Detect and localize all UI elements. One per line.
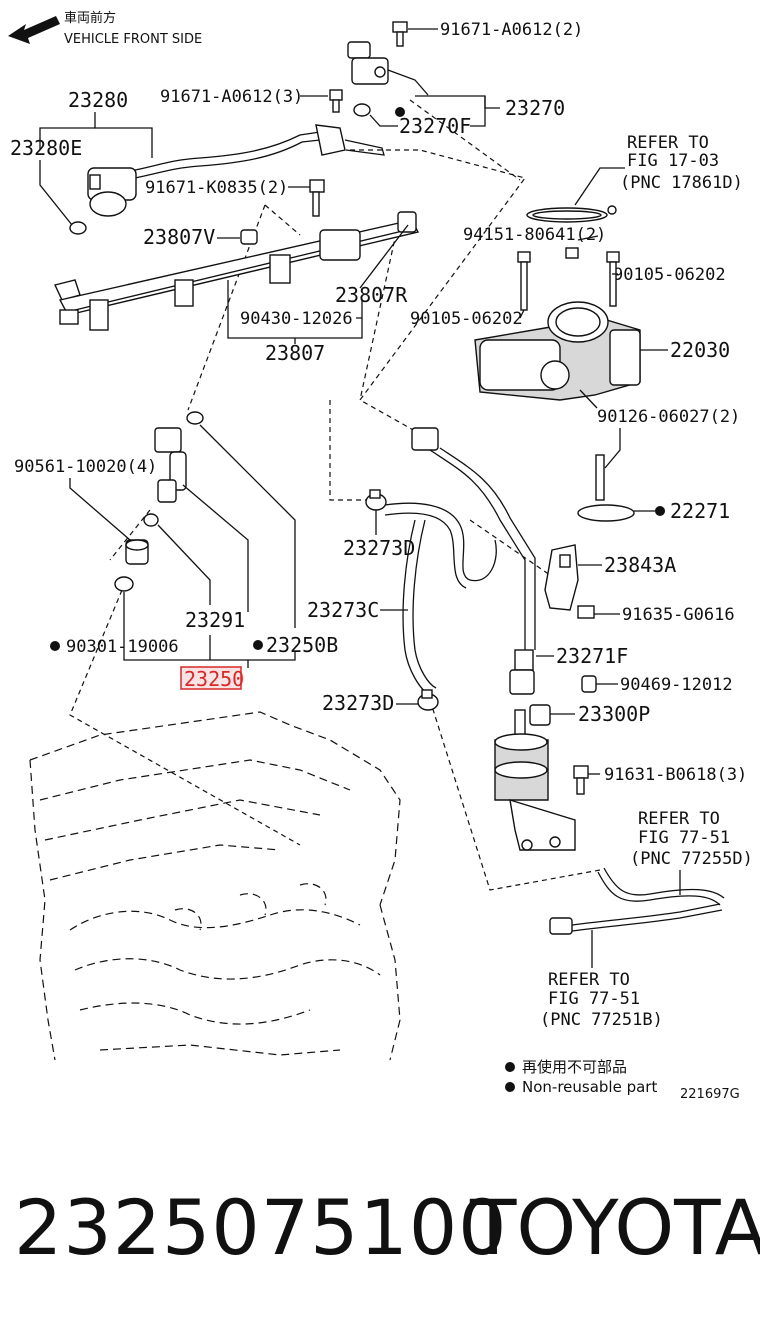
figure-code: 221697G [680,1087,740,1102]
label-refer1-c: (PNC 17861D) [620,173,743,193]
o-ring-23250b [186,411,204,425]
clip-23273d-upper [365,489,387,511]
fuel-rail-23807 [54,211,420,331]
label-90126: 90126-06027(2) [597,407,740,427]
highlighted-part-box [180,666,242,690]
dashed-guide [109,509,151,561]
legend-en-label: Non-reusable part [522,1078,657,1096]
vsv-23270 [347,41,429,96]
dashed-guide [350,149,527,446]
label-90105-r: 90105-06202 [613,265,726,285]
label-refer1-b: FIG 17-03 [627,151,719,171]
fuel-hose-23280 [134,124,385,179]
brand-title: TOYOTA [470,1183,760,1272]
throttle-body-22030 [474,301,641,401]
bolt-90105-right [606,251,620,307]
label-23270f: 23270F [399,114,471,138]
label-23273d-a: 23273D [343,536,415,560]
label-23280: 23280 [68,88,128,112]
bolt-91671-a0612-mid [329,89,343,113]
non-reusable-dot-icon [505,1062,515,1072]
bolt-91671-a0612-top [392,21,408,47]
bolt-91635 [577,605,595,619]
bolt-90105-left [517,251,531,311]
label-23273c: 23273C [307,598,379,622]
insulator-90561 [125,539,149,565]
label-refer1-a: REFER TO [627,133,709,153]
grommet-23291 [143,513,159,527]
label-23271f: 23271F [556,644,628,668]
dashed-guide [329,400,370,501]
label-refer3-b: FIG 77-51 [548,989,640,1009]
label-91671-k0835: 91671-K0835(2) [145,178,288,198]
hose-77255d [597,867,725,906]
stud-90126 [595,454,605,501]
non-reusable-dot-icon [395,107,405,117]
gasket-22271 [577,504,635,522]
dashed-guide [429,699,601,891]
label-91671-a0612-3: 91671-A0612(3) [160,87,303,107]
clip-90469 [581,675,597,693]
label-23280e: 23280E [10,136,82,160]
vehicle-front-jp-label: 車両前方 [64,10,116,26]
label-90561: 90561-10020(4) [14,457,157,477]
label-90301: 90301-19006 [66,637,179,657]
label-23807r: 23807R [335,283,408,307]
label-23843a: 23843A [604,553,676,577]
plug-23807v [240,229,258,245]
label-refer2-c: (PNC 77255D) [630,849,753,869]
label-91631: 91631-B0618(3) [604,765,747,785]
pipe-77251b [549,903,723,935]
non-reusable-dot-icon [253,640,263,650]
o-ring-90301 [114,576,134,592]
pressure-regulator-23280 [87,167,137,217]
label-23291: 23291 [185,608,245,632]
label-23300p: 23300P [578,702,650,726]
part-number-title: 2325075100 [14,1183,508,1272]
label-90430: 90430-12026 [240,309,353,329]
dashed-guide [69,589,301,846]
vehicle-front-en-label: VEHICLE FRONT SIDE [64,32,202,47]
clip-23273d-lower [417,689,439,711]
exploded-parts-diagram: 車両前方 VEHICLE FRONT SIDE 91671-A0612(2) 2… [8,10,753,1102]
label-23270: 23270 [505,96,565,120]
label-refer2-a: REFER TO [638,809,720,829]
dashed-guide [409,99,521,181]
label-91671-a0612-2: 91671-A0612(2) [440,20,583,40]
label-23807: 23807 [265,341,325,365]
label-refer3-a: REFER TO [548,970,630,990]
vsv-23300p [494,704,576,851]
non-reusable-dot-icon [655,506,665,516]
hose-assembly-23273 [384,427,536,696]
bolt-91631 [573,765,589,795]
label-91635: 91635-G0616 [622,605,735,625]
label-90469: 90469-12012 [620,675,733,695]
non-reusable-dot-icon [505,1082,515,1092]
vehicle-front-arrow-icon [8,16,60,44]
label-23273d-b: 23273D [322,691,394,715]
bracket-23843a [544,544,579,611]
label-94151: 94151-80641(2) [463,225,606,245]
dashed-guide [264,204,301,236]
label-refer2-b: FIG 77-51 [638,828,730,848]
o-ring-23270f [353,103,371,117]
bolt-91671-k0835 [309,179,325,217]
engine-block-outline [29,711,401,1061]
label-22030: 22030 [670,338,730,362]
dashed-guide [359,214,401,401]
stud-94151 [565,247,579,259]
injector-23250 [154,427,187,503]
legend-jp-label: 再使用不可部品 [522,1058,627,1076]
label-90105-l: 90105-06202 [410,309,523,329]
dashed-guide [469,519,551,576]
label-refer3-c: (PNC 77251B) [540,1010,663,1030]
non-reusable-dot-icon [50,641,60,651]
label-23807v: 23807V [143,225,215,249]
label-22271: 22271 [670,499,730,523]
o-ring-23280e [69,221,87,235]
label-23250b: 23250B [266,633,338,657]
label-23250: 23250 [184,667,244,691]
